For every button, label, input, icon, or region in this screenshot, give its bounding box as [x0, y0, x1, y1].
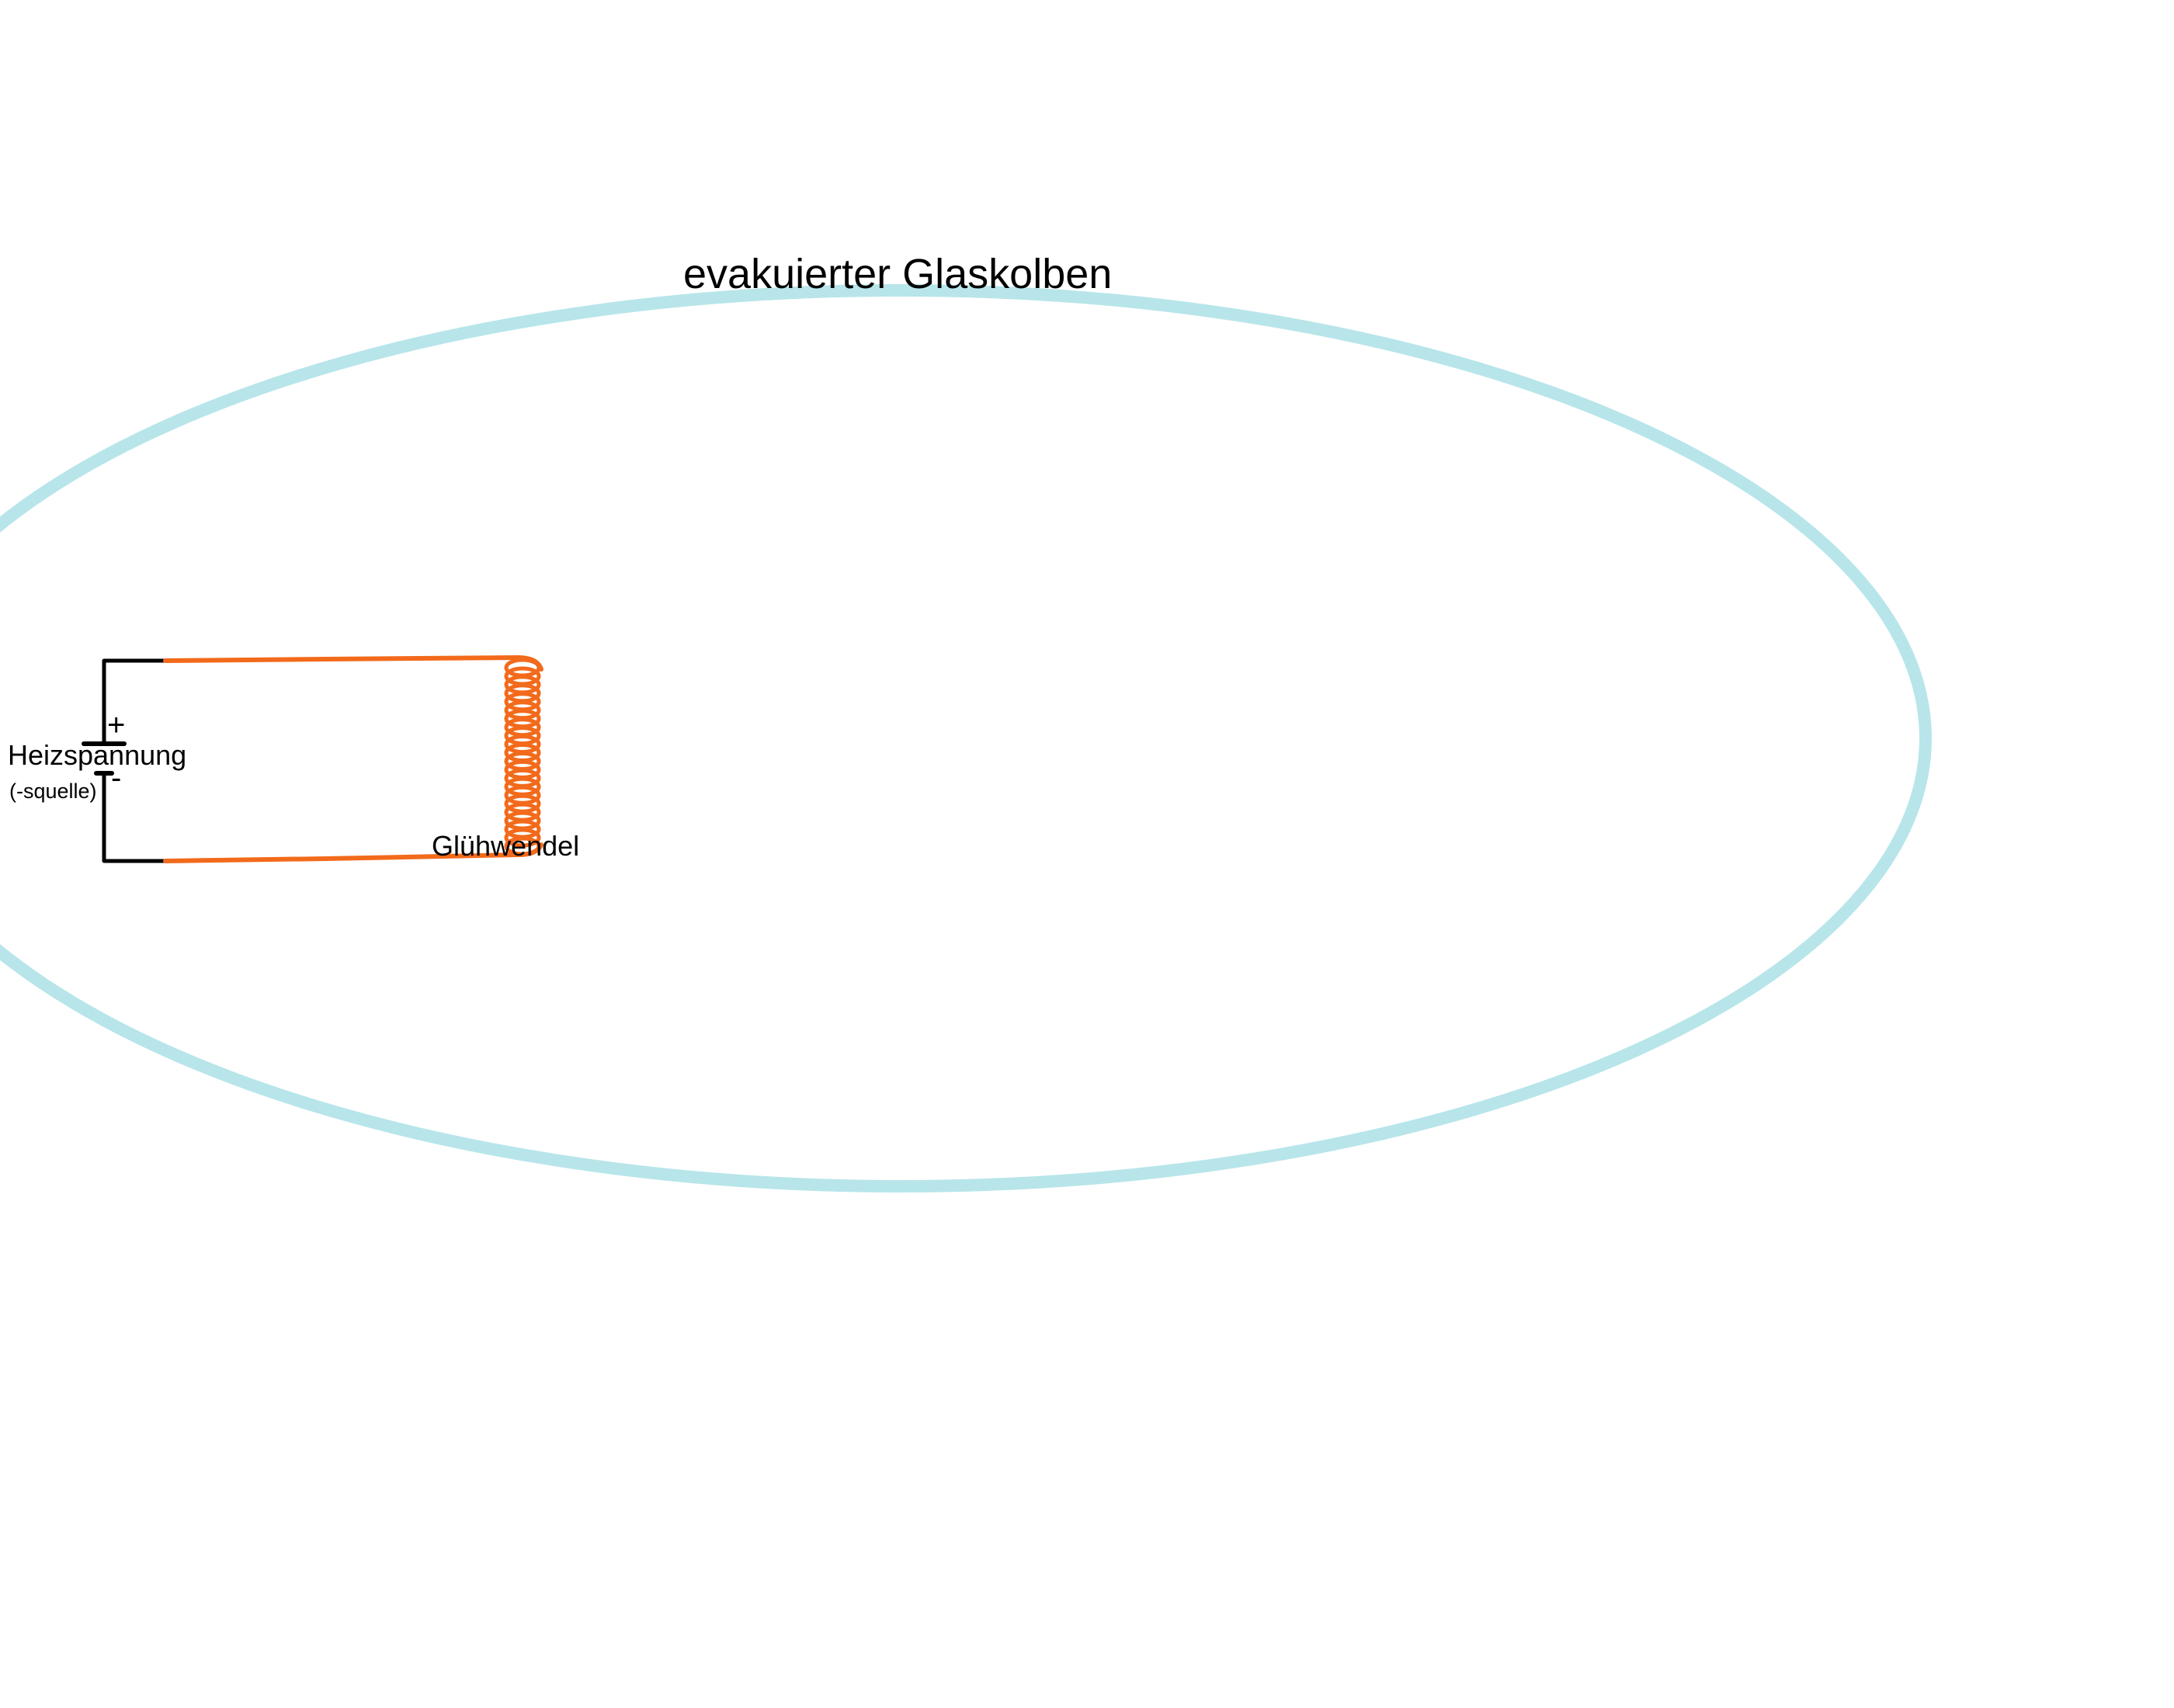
source-lead-top	[102, 658, 168, 746]
coil-loop	[504, 828, 541, 848]
positive-terminal-label: +	[107, 708, 126, 742]
source-lead-bottom	[102, 771, 168, 863]
heating-voltage-source-sublabel: (-squelle)	[9, 779, 97, 803]
heating-voltage-label: Heizspannung	[8, 739, 187, 771]
glass-bulb-outline	[0, 284, 1932, 1192]
coil-loop	[504, 836, 541, 856]
gluhwendel-coil	[504, 658, 541, 856]
voltage-source-terminals	[82, 658, 168, 863]
negative-terminal-label: -	[111, 761, 122, 795]
filament-label: Glühwendel	[432, 830, 580, 862]
bulb-label: evakuierter Glaskolben	[683, 251, 1113, 297]
wire-top	[163, 655, 544, 672]
